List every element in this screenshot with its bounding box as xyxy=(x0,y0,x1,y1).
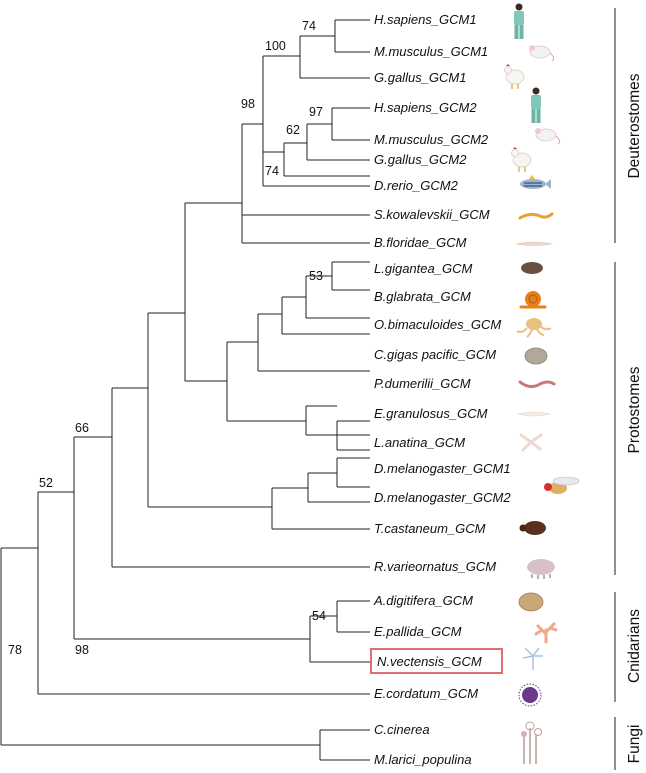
bootstrap-value: 98 xyxy=(75,643,89,657)
bootstrap-value: 54 xyxy=(312,609,326,623)
taxon-label: D.rerio_GCM2 xyxy=(374,178,459,193)
fruit-fly-icon xyxy=(544,476,580,494)
taxon-label: H.sapiens_GCM2 xyxy=(374,100,477,115)
taxon-label: R.varieornatus_GCM xyxy=(374,559,496,574)
bootstrap-value: 52 xyxy=(39,476,53,490)
taxon-label: M.musculus_GCM1 xyxy=(374,44,488,59)
annelid-icon xyxy=(518,380,556,389)
oyster-icon xyxy=(524,347,548,365)
taxon-label: D.melanogaster_GCM1 xyxy=(374,461,511,476)
group-label-cnidarians: Cnidarians xyxy=(626,609,643,683)
sea-anemone-icon xyxy=(522,647,543,670)
taxon-label: M.musculus_GCM2 xyxy=(374,132,489,147)
snail-icon xyxy=(519,291,547,309)
taxon-label: E.cordatum_GCM xyxy=(374,686,478,701)
taxon-label: C.cinerea xyxy=(374,722,430,737)
taxon-label: B.floridae_GCM xyxy=(374,235,467,250)
bootstrap-value: 98 xyxy=(241,97,255,111)
taxon-label: T.castaneum_GCM xyxy=(374,521,486,536)
taxon-label: E.pallida_GCM xyxy=(374,624,462,639)
taxon-label: P.dumerilii_GCM xyxy=(374,376,471,391)
taxon-label: B.glabrata_GCM xyxy=(374,289,471,304)
taxon-label: L.anatina_GCM xyxy=(374,435,465,450)
group-label-protostomes: Protostomes xyxy=(626,366,643,453)
chicken-icon xyxy=(511,147,532,172)
mouse-icon xyxy=(529,45,555,62)
taxon-label: A.digitifera_GCM xyxy=(373,593,473,608)
bootstrap-value: 74 xyxy=(302,19,316,33)
brachiopod-icon xyxy=(519,433,543,452)
bootstrap-value: 100 xyxy=(265,39,286,53)
taxon-label: M.larici_populina xyxy=(374,752,472,767)
bootstrap-value: 66 xyxy=(75,421,89,435)
taxon-label: L.gigantea_GCM xyxy=(374,261,472,276)
chicken-icon xyxy=(504,64,525,89)
taxon-label: G.gallus_GCM2 xyxy=(374,152,467,167)
tardigrade-icon xyxy=(527,559,555,579)
group-label-fungi: Fungi xyxy=(626,725,643,764)
limpet-icon xyxy=(521,262,543,274)
taxon-label: C.gigas pacific_GCM xyxy=(374,347,496,362)
taxon-label: D.melanogaster_GCM2 xyxy=(374,490,511,505)
taxon-labels: H.sapiens_GCM1 M.musculus_GCM1 G.gallus_… xyxy=(370,12,511,767)
bootstrap-value: 78 xyxy=(8,643,22,657)
coral-icon xyxy=(518,592,544,612)
anemone-icon xyxy=(534,622,558,644)
mushroom-icon xyxy=(521,721,542,764)
zebrafish-icon xyxy=(520,175,551,189)
lancelet-icon xyxy=(515,241,553,246)
bootstrap-value: 53 xyxy=(309,269,323,283)
human-icon xyxy=(531,87,541,123)
bootstrap-value: 74 xyxy=(265,164,279,178)
bootstrap-values: 74 100 98 97 62 74 53 66 52 54 98 78 xyxy=(8,19,326,657)
bootstrap-value: 62 xyxy=(286,123,300,137)
bootstrap-value: 97 xyxy=(309,105,323,119)
taxon-label: H.sapiens_GCM1 xyxy=(374,12,477,27)
tree-branches xyxy=(0,19,370,761)
taxon-label: S.kowalevskii_GCM xyxy=(374,207,490,222)
taxon-label: O.bimaculoides_GCM xyxy=(374,317,501,332)
acorn-worm-icon xyxy=(518,212,554,220)
tapeworm-icon xyxy=(517,411,552,417)
group-brackets: Deuterostomes Protostomes Cnidarians Fun… xyxy=(614,8,643,770)
taxon-label: E.granulosus_GCM xyxy=(374,406,488,421)
organism-icons xyxy=(504,3,580,764)
taxon-label-highlighted: N.vectensis_GCM xyxy=(377,654,482,669)
octopus-icon xyxy=(516,318,552,338)
highlight-box xyxy=(370,648,503,674)
group-label-deuterostomes: Deuterostomes xyxy=(626,73,643,178)
sea-urchin-icon xyxy=(518,683,542,707)
human-icon xyxy=(514,3,524,39)
beetle-icon xyxy=(519,521,546,535)
taxon-label: G.gallus_GCM1 xyxy=(374,70,466,85)
mouse-icon xyxy=(535,128,561,145)
